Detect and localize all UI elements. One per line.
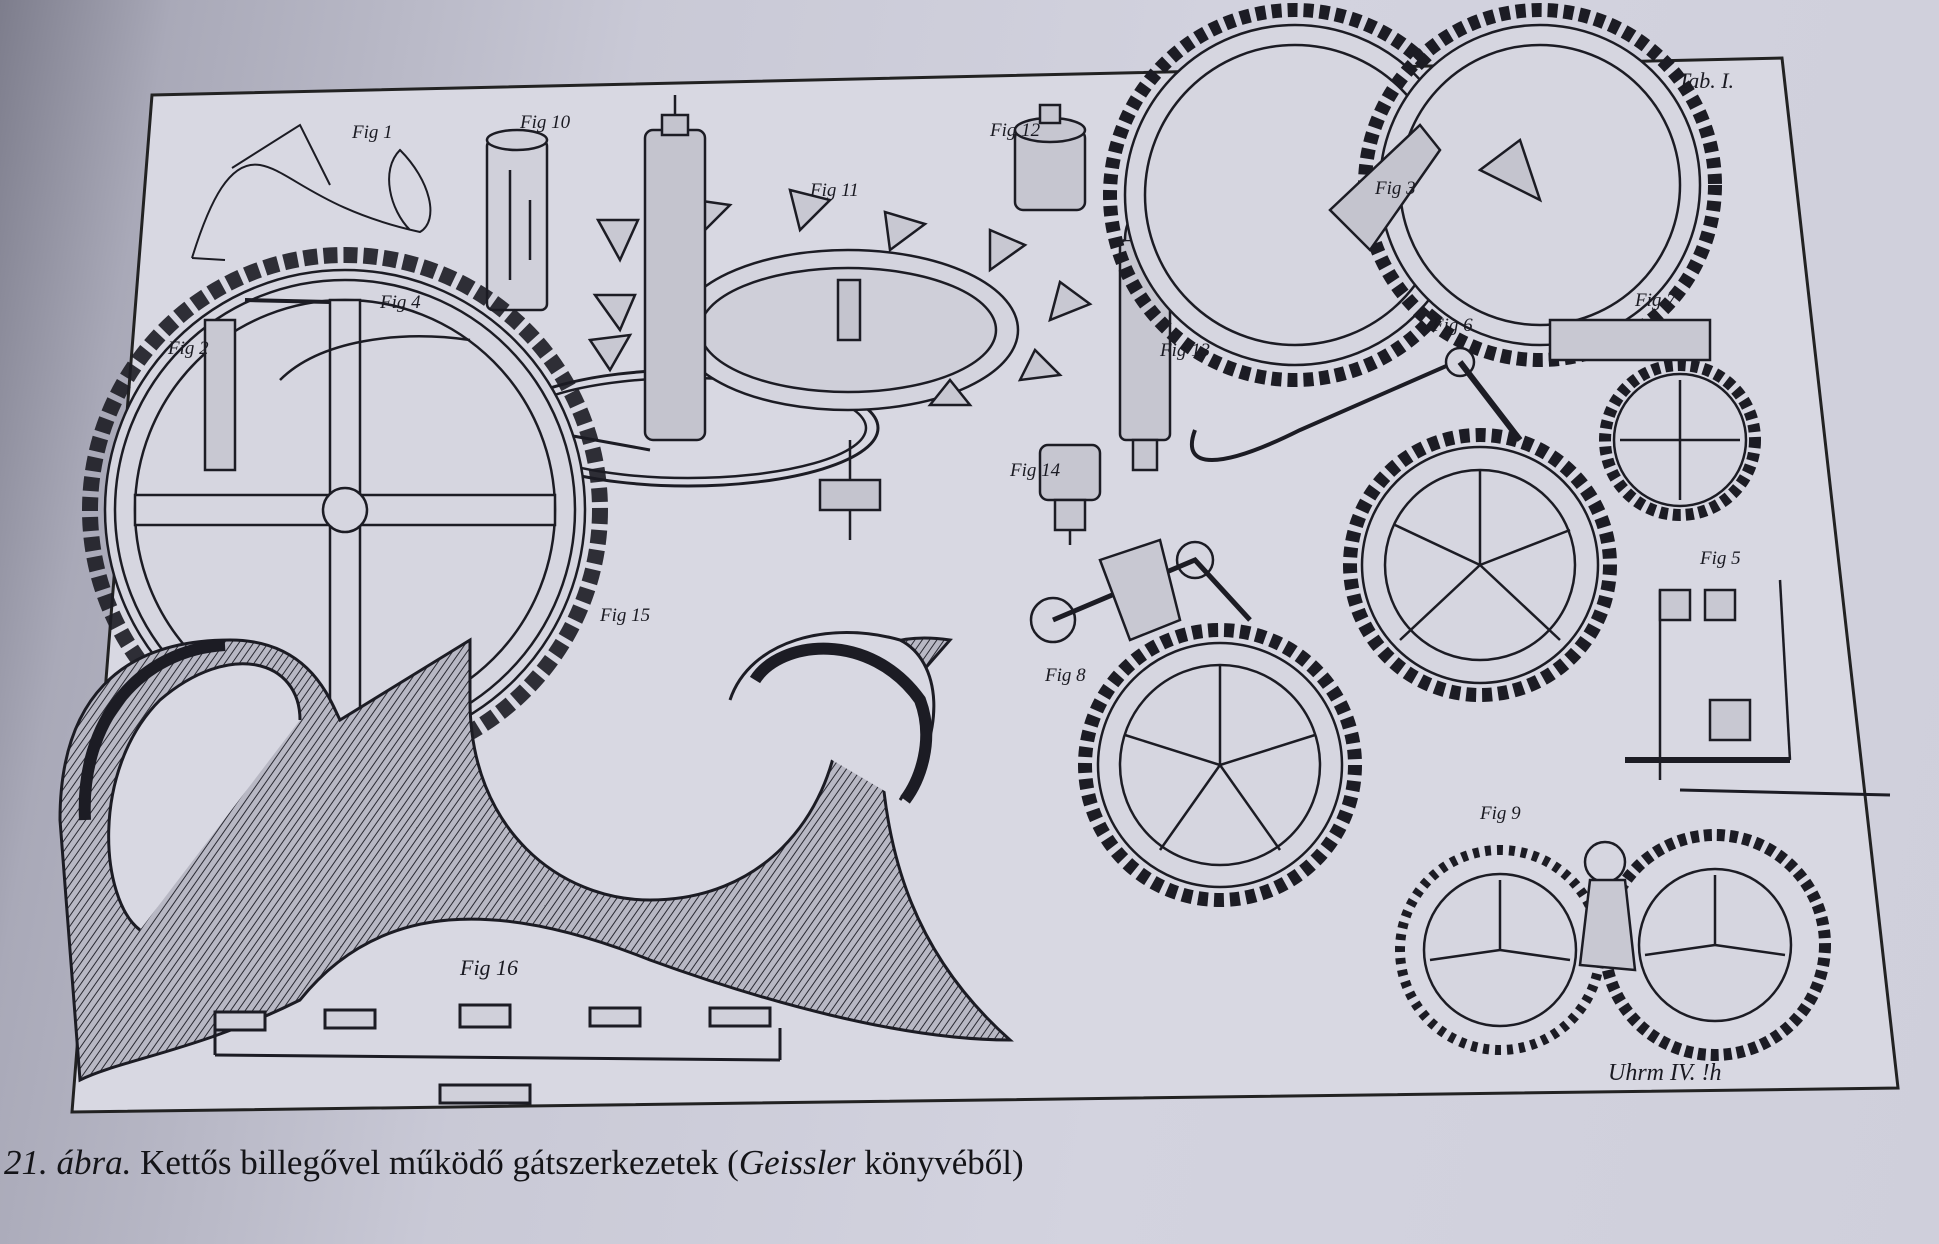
engraver-signature: Uhrm IV. !h [1608, 1060, 1722, 1086]
fig8-drawing [1029, 538, 1362, 907]
fig6-drawing [1189, 346, 1617, 702]
fig14-label: Fig 14 [1010, 460, 1061, 481]
fig9-label: Fig 9 [1480, 803, 1521, 824]
fig11-drawing [496, 95, 1093, 540]
caption-text-end: könyvéből) [855, 1143, 1024, 1182]
fig16-label: Fig 16 [460, 955, 519, 980]
fig7-label: Fig 7 [1635, 290, 1676, 311]
fig4-drawing [82, 247, 608, 773]
fig2-label: Fig 2 [168, 338, 209, 359]
figure-caption: 21. ábra. Kettős billegővel működő gátsz… [4, 1143, 1404, 1183]
fig12-drawing [1013, 103, 1087, 212]
fig3-label: Fig 3 [1375, 178, 1416, 199]
tab-label: Tab. I. [1678, 68, 1735, 93]
fig5-label: Fig 5 [1700, 548, 1741, 569]
fig15-drawing [58, 631, 1014, 1083]
fig7-drawing [1548, 318, 1761, 521]
fig1-label: Fig 1 [352, 122, 393, 143]
fig10-label: Fig 10 [520, 112, 571, 133]
caption-author: Geissler [738, 1143, 856, 1182]
fig14-drawing [1038, 443, 1102, 545]
fig15-label: Fig 15 [600, 605, 651, 626]
fig13-label: Fig 13 [1160, 340, 1211, 361]
fig6-label: Fig 6 [1432, 315, 1473, 336]
fig16-drawing [213, 1003, 782, 1105]
caption-number: 21. ábra. [4, 1143, 132, 1182]
fig12-label: Fig 12 [990, 120, 1041, 141]
fig10-drawing [485, 128, 549, 312]
fig1-drawing [191, 123, 432, 261]
fig8-label: Fig 8 [1045, 665, 1086, 686]
fig11-label: Fig 11 [810, 180, 859, 201]
fig9-drawing [1395, 829, 1831, 1061]
fig3-drawing [1103, 3, 1722, 387]
caption-text: Kettős billegővel működő gátszerkezetek … [131, 1143, 739, 1182]
fig5-drawing [1625, 579, 1891, 797]
fig4-label: Fig 4 [380, 292, 421, 313]
